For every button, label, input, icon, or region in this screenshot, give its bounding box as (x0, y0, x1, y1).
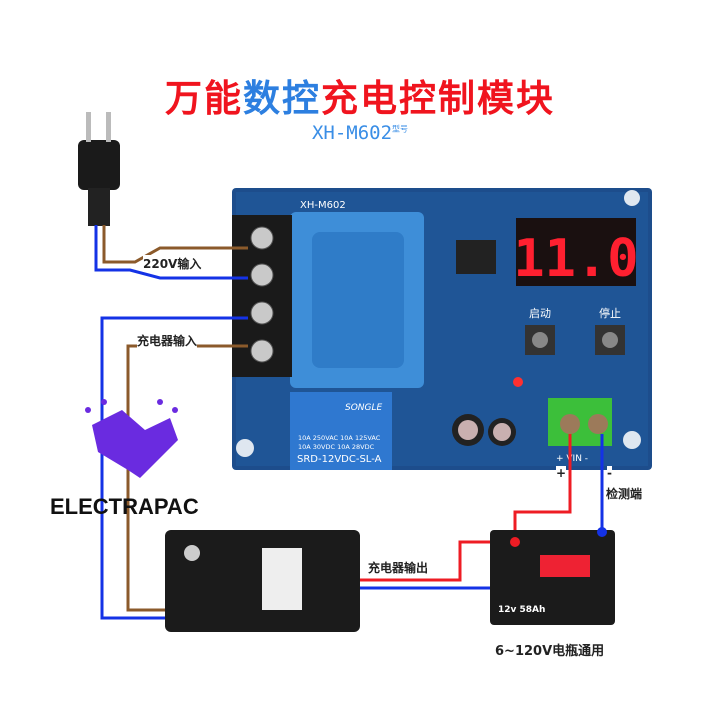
plus-label: + (556, 466, 567, 480)
power-plug-icon (78, 140, 120, 190)
start-label: 启动 (529, 307, 551, 320)
brand-logo-text: ELECTRAPAC (50, 494, 199, 519)
battery-label: 6~120V电瓶通用 (495, 640, 605, 659)
minus-label: - (607, 466, 612, 480)
title-part: 数控 (243, 77, 321, 120)
battery (490, 530, 615, 625)
detect-label: 检测端 (606, 485, 643, 502)
board-silk: XH-M602 (300, 200, 346, 211)
charger-output-label: 充电器输出 (368, 559, 429, 576)
handshake-logo-icon (85, 399, 178, 478)
stop-label: 停止 (599, 306, 621, 320)
relay-rating: 10A 250VAC 10A 125VAC (298, 434, 381, 442)
charger-input-label: 充电器输入 (137, 332, 198, 349)
model-name: XH-M602 (311, 122, 393, 144)
relay-brand: SONGLE (345, 403, 383, 413)
title-part: 万能 (165, 77, 243, 120)
vin-label: + VIN - (556, 454, 588, 464)
relay-model: SRD-12VDC-SL-A (297, 454, 382, 465)
model-number: XH-M602型号 (0, 122, 720, 144)
battery-spec: 12v 58Ah (498, 605, 545, 615)
model-suffix: 型号 (392, 124, 409, 134)
relay-rating: 10A 30VDC 10A 28VDC (298, 443, 375, 451)
display-value: 11.0 (513, 229, 638, 289)
led-display (516, 218, 636, 286)
page-title: 万能数控充电控制模块 (0, 68, 720, 122)
title-part: 充电控制模块 (321, 77, 555, 120)
ac-input-label: 220V输入 (143, 255, 202, 272)
relay (290, 392, 392, 470)
